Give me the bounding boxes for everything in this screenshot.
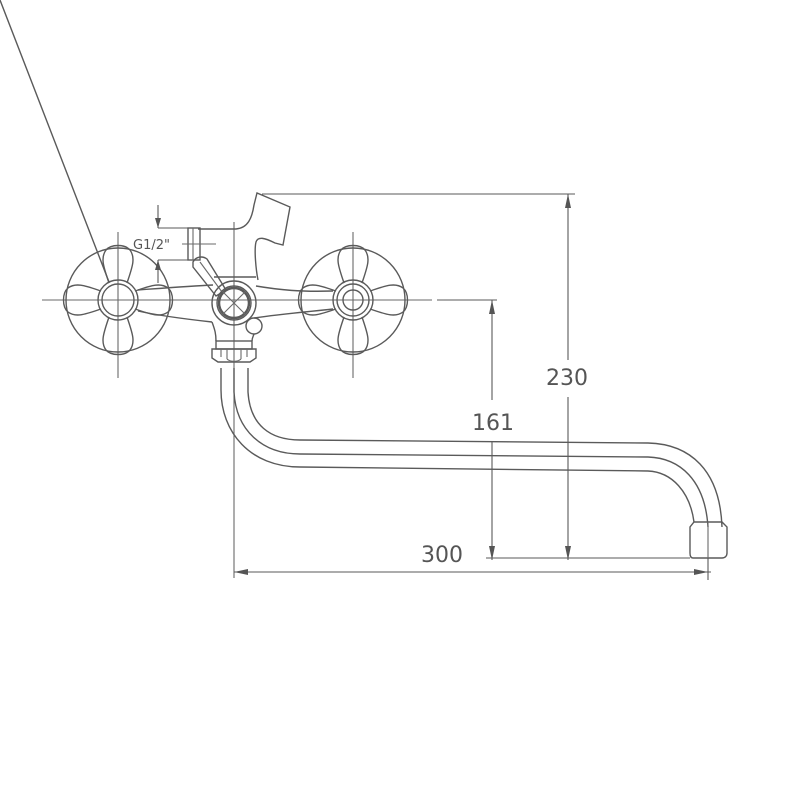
mixer-body (137, 276, 334, 323)
diverter-outlet (182, 192, 291, 281)
central-hub (211, 280, 263, 342)
spout-height-label: 161 (472, 411, 514, 436)
dimension-300: 300 (234, 543, 711, 580)
height-total-label: 230 (546, 366, 588, 391)
centerlines (42, 222, 444, 578)
dimension-230: 230 (262, 193, 588, 560)
dimension-161: 161 (444, 299, 514, 560)
spout-reach-label: 300 (421, 543, 463, 568)
spout-pipe (220, 368, 728, 559)
right-handle (297, 244, 409, 356)
dimension-g12: G1/2" (133, 205, 188, 283)
left-handle (0, 0, 174, 356)
thread-label: G1/2" (133, 238, 170, 253)
swivel-nut (211, 340, 257, 363)
